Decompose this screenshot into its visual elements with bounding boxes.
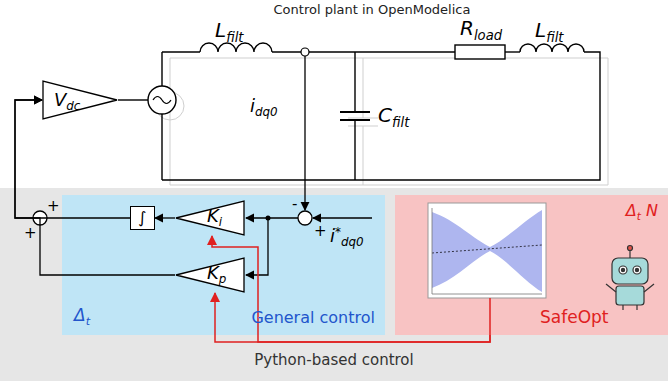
resistor-symbol [455,45,505,59]
node-text: Kp [207,262,226,284]
subscript: load [474,28,502,43]
text-part: ∫ [138,208,146,227]
safeopt-plot [428,203,546,298]
gain-triangle: Kp [175,257,245,293]
triangle-shape [43,81,117,119]
signal-label: Rload [460,16,502,40]
text-part: - [292,195,297,213]
triangle-shape [176,258,244,292]
subscript: i [219,215,222,229]
subscript: dq0 [341,235,364,249]
signal-connector [15,100,175,275]
ghost-phase-wires [156,58,608,185]
node-text: Δt [74,305,90,325]
subscript: dq0 [255,105,278,119]
sign-label: + [314,222,327,240]
node-text: Δt N [626,201,658,220]
text-part: + [314,222,327,240]
triangle-outline [42,80,118,120]
signal-label: idq0 [250,95,278,117]
error-wires [246,218,372,275]
text-part: R [460,16,474,40]
text-part: i [250,95,255,116]
signal-label: i*dq0 [330,225,364,247]
text-part: L [535,18,546,42]
signal-label: Lfilt [535,18,564,42]
general-control-box: General controlΔt∫KiKp [62,195,385,335]
text-part: SafeOpt [540,307,609,327]
subscript: filt [392,115,409,130]
subscript: filt [226,30,243,45]
subscript: filt [546,30,563,45]
text-part: C [378,103,392,127]
text-part: Python-based control [254,351,413,369]
python-panel: Python-based control General control Δt ∫ Ki… [0,188,668,381]
junction-dot [266,216,271,221]
text-part: N [641,201,658,220]
subscript: t [86,315,90,328]
text-part: + [24,224,37,242]
tuning-connector [215,293,490,342]
integrator-box: ∫ [130,206,155,230]
text-part: K [207,262,219,283]
text-part: V [54,89,66,110]
signal-label: Lfilt [215,18,244,42]
voltage-source-symbol [148,86,176,114]
node-text: Vdc [54,89,80,111]
text-part: General control [251,308,375,327]
measurement-line [304,56,305,210]
capacitor-symbol [340,112,370,120]
node-text: Python-based control [254,351,413,369]
text-part: + [47,197,60,215]
sign-label: - [292,195,297,213]
tuning-connector [212,236,490,342]
signal-label: Cfilt [378,103,409,127]
node-text: Ki [207,205,222,227]
signal-connector [155,217,175,218]
subscript: dc [66,99,80,113]
text-part: Δ [626,201,637,220]
sign-label: + [24,224,37,242]
text-part: Control plant in OpenModelica [274,2,471,17]
sum-junction [33,211,47,225]
text-part: K [207,205,219,226]
inductor-symbol [520,44,584,52]
triangle-shape [176,201,244,235]
safeopt-box: SafeOpt Δt N [395,195,668,335]
gain-triangle: Ki [175,200,245,236]
text-part: Δ [74,305,86,325]
superscript: * [335,225,341,239]
node-text: SafeOpt [540,307,609,327]
text-part: i [330,225,335,246]
node-text: General control [251,308,375,327]
gain-triangle: Vdc [42,80,118,120]
sum-junction [298,211,312,225]
circuit-wires [118,43,600,180]
current-sensor [301,48,309,56]
sine-symbol [153,97,171,104]
subscript: t [637,210,641,222]
text-part: L [215,18,226,42]
diagram-title: Control plant in OpenModelica [274,2,471,18]
node-text: ∫ [138,208,146,227]
robot-icon [606,246,654,311]
subscript: p [219,272,227,286]
signal-connector [15,100,130,218]
tuning-line [489,298,491,335]
sign-label: + [47,197,60,215]
